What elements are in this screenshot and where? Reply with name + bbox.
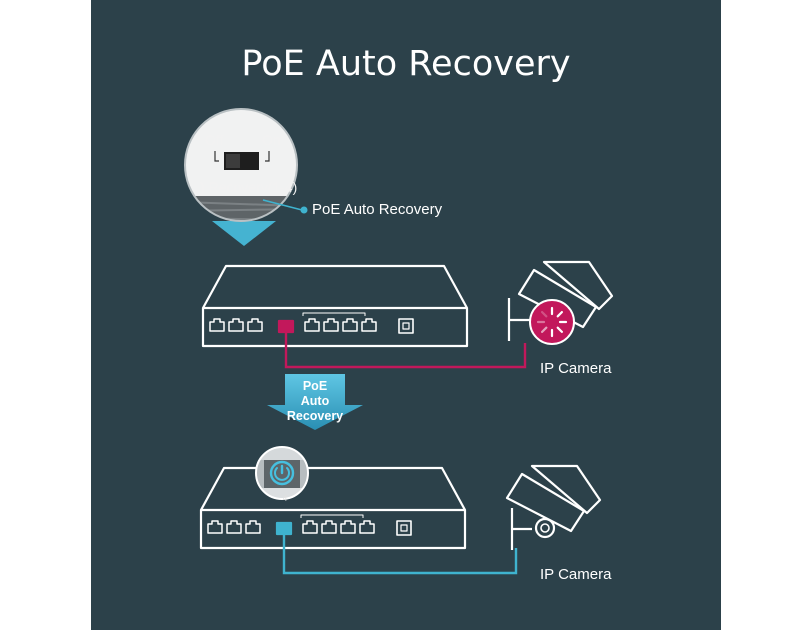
dip-switch-magnifier — [184, 108, 298, 246]
diagram-artwork — [184, 108, 614, 575]
dip-switch-knob — [226, 154, 240, 168]
switch-off-label: Off — [205, 132, 224, 148]
camera-1-label: IP Camera — [540, 360, 612, 377]
switch-left-fragment: ) — [200, 179, 205, 195]
fault-cable — [284, 332, 527, 369]
switch-on-label: On — [262, 132, 281, 148]
poe-auto-recovery-icon — [269, 460, 295, 486]
ip-camera-2 — [505, 464, 602, 550]
transition-arrow — [267, 374, 363, 430]
switch-after — [199, 466, 467, 550]
magnifier-pointer — [212, 221, 276, 246]
recovered-port-zoom — [255, 446, 309, 500]
diagram-panel: PoE Auto Recovery — [91, 0, 721, 630]
callout-dot — [300, 206, 308, 214]
arrow-line-1: PoE — [302, 379, 328, 393]
camera-fault-icon — [529, 299, 575, 345]
switch-recovery-text: Recovery(1-4) — [208, 179, 298, 195]
restored-cable — [282, 534, 518, 575]
switch-before — [201, 264, 469, 348]
arrow-line-3: Recovery — [286, 409, 344, 423]
callout-label: PoE Auto Recovery — [312, 201, 443, 218]
ip-camera-1 — [507, 260, 614, 341]
transition-arrow-label: PoE Auto Recovery — [271, 379, 359, 424]
page-title: PoE Auto Recovery — [241, 44, 571, 84]
arrow-line-2: Auto — [300, 394, 330, 408]
callout-leader — [262, 199, 303, 211]
switch-recovery-label: ) Recovery(1-4) — [200, 179, 297, 195]
camera-2-label: IP Camera — [540, 566, 612, 583]
port-number: 4 — [282, 494, 288, 503]
